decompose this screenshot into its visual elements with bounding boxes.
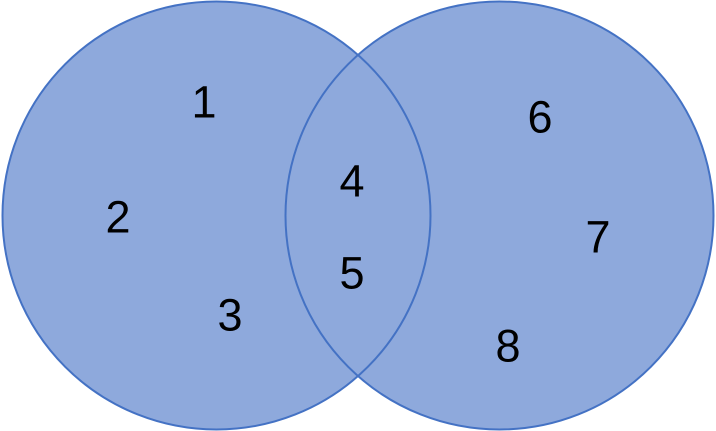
venn-label-4: 4 bbox=[339, 155, 365, 207]
venn-label-2: 2 bbox=[105, 191, 131, 243]
right-circle-outline bbox=[284, 0, 715, 431]
venn-label-5: 5 bbox=[339, 247, 365, 299]
venn-label-6: 6 bbox=[527, 91, 553, 143]
left-circle-outline bbox=[1, 0, 432, 431]
right-circle-fill bbox=[285, 1, 714, 430]
venn-label-1: 1 bbox=[191, 76, 217, 128]
venn-label-8: 8 bbox=[495, 320, 521, 372]
venn-label-7: 7 bbox=[585, 211, 611, 263]
venn-label-3: 3 bbox=[217, 289, 243, 341]
